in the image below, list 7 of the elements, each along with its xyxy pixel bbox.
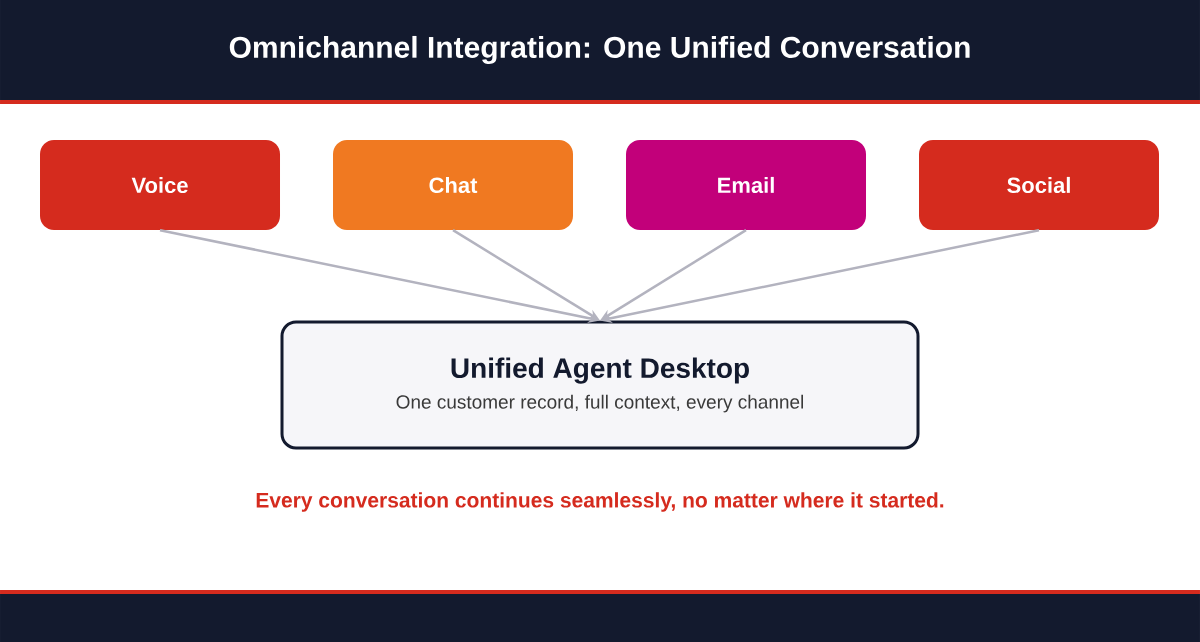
note-text: Every conversation continues seamlessly, no matter where it started. [256, 492, 944, 512]
desktop-box: Unified Agent Desktop One customer record, full context, every channel [280, 320, 920, 450]
channel-box: Social [919, 140, 1159, 230]
channel-box: Voice [40, 140, 280, 230]
channel-box: Chat [333, 140, 573, 230]
title-banner: Omnichannel Integration: One Unified Conversation [0, 0, 1200, 100]
channel-box: Email [626, 140, 866, 230]
